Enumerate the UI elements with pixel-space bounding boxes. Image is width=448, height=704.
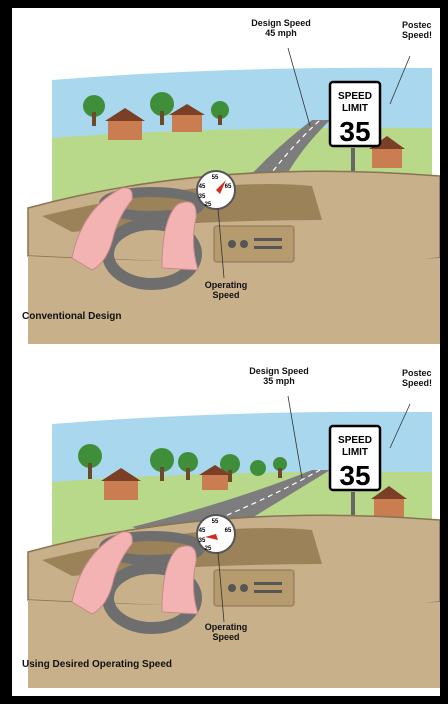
- sign-line-limit: LIMIT: [342, 447, 368, 458]
- gauge-tick-45: 45: [199, 528, 206, 534]
- operating-speed-label: Operating Speed: [194, 622, 258, 642]
- design-speed-label: Design Speed 35 mph: [244, 366, 314, 386]
- gauge-tick-65: 65: [225, 528, 232, 534]
- sign-line-speed: SPEED: [338, 435, 372, 446]
- posted-speed-label: Postec Speed!: [402, 368, 440, 388]
- gauge-tick-65: 65: [225, 184, 232, 190]
- gauge-tick-35: 35: [199, 194, 206, 200]
- sign-value: 35: [339, 116, 370, 147]
- design-speed-label: Design Speed 45 mph: [246, 18, 316, 38]
- radio-panel: [214, 226, 294, 262]
- radio-panel: [214, 570, 294, 606]
- gauge-tick-55: 55: [212, 519, 219, 525]
- sign-line-speed: SPEED: [338, 91, 372, 102]
- gauge-tick-35: 35: [199, 538, 206, 544]
- operating-speed-gauge: 45 55 65 35 25: [197, 515, 235, 553]
- caption-desired-operating-speed: Using Desired Operating Speed: [22, 659, 172, 670]
- figure-frame: SPEED LIMIT 35 45 55 65 35: [12, 8, 440, 696]
- gauge-tick-25: 25: [205, 202, 212, 208]
- posted-speed-label: Postec Speed!: [402, 20, 440, 40]
- gauge-tick-45: 45: [199, 184, 206, 190]
- gauge-tick-25: 25: [205, 546, 212, 552]
- sign-value: 35: [339, 460, 370, 491]
- caption-conventional-design: Conventional Design: [22, 311, 121, 322]
- operating-speed-gauge: 45 55 65 35 25: [197, 171, 235, 209]
- desired-operating-speed-panel: SPEED LIMIT 35 45 55 65 35 25: [12, 352, 440, 688]
- conventional-design-panel: SPEED LIMIT 35 45 55 65 35: [12, 8, 440, 344]
- gauge-tick-55: 55: [212, 175, 219, 181]
- sign-line-limit: LIMIT: [342, 103, 368, 114]
- operating-speed-label: Operating Speed: [194, 280, 258, 300]
